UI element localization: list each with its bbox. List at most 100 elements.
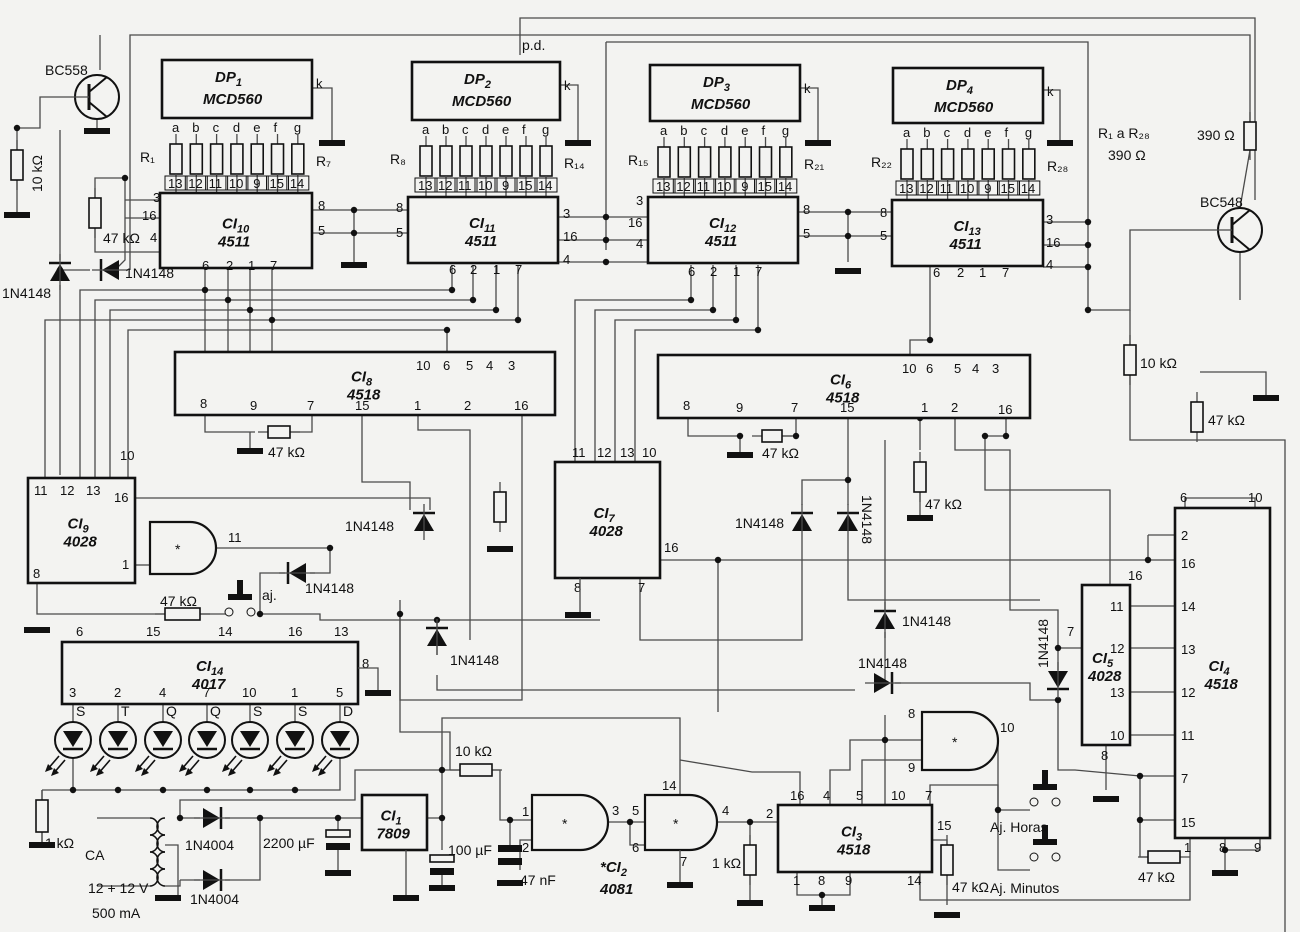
label-aj-horas: Aj. Horas	[990, 819, 1048, 835]
label-d-e: 1N4148	[450, 652, 499, 668]
segment-pin-g: g	[1025, 125, 1032, 140]
wire	[225, 818, 261, 881]
ic-part: 4518	[825, 390, 860, 407]
ic-top-pin: 12	[188, 176, 202, 191]
junction-dot	[159, 786, 167, 794]
junction-dot	[714, 556, 722, 564]
ic-pin-13: 13	[1110, 685, 1124, 700]
ground-symbol	[393, 895, 419, 901]
junction-dot	[602, 213, 610, 221]
gate-pin-7: 7	[680, 854, 687, 869]
ic-pin-4: 4	[823, 788, 830, 803]
junction-dot	[176, 814, 184, 822]
ic-pin-12: 12	[1181, 685, 1195, 700]
ic-pin-7: 7	[791, 400, 798, 415]
wire	[1043, 89, 1061, 140]
ic-pin-8: 8	[803, 202, 810, 217]
ic-pin-3: 3	[563, 206, 570, 221]
capacitor-plate	[326, 843, 350, 850]
display-part: MCD560	[691, 96, 751, 113]
led-label: S	[298, 703, 307, 719]
junction-dot	[246, 306, 254, 314]
wire	[165, 844, 179, 895]
junction-dot	[256, 814, 264, 822]
segment-pin-b: b	[680, 123, 687, 138]
junction-dot	[926, 336, 934, 344]
resistor	[761, 429, 783, 443]
led-icon	[312, 721, 359, 776]
ic-pin-16: 16	[514, 398, 528, 413]
display-body	[410, 60, 562, 122]
pin-cell	[997, 180, 1021, 196]
ic-top-pin: 14	[1021, 181, 1035, 196]
ic-top-pin: 9	[741, 179, 748, 194]
segment-resistor	[439, 145, 453, 177]
segment-resistor	[981, 148, 996, 180]
junction-dot	[732, 316, 740, 324]
and-gate-0: *	[148, 520, 218, 576]
and-gate-2: *	[643, 793, 719, 852]
pin-cell	[693, 178, 717, 194]
segment-pin-f: f	[1005, 125, 1009, 140]
and-gate-1: *	[530, 793, 610, 852]
ic-pin-16: 16	[790, 788, 804, 803]
wire	[997, 745, 1030, 871]
ic-pin-3: 3	[1046, 212, 1053, 227]
display-part: MCD560	[452, 93, 512, 110]
pin-cell	[936, 180, 960, 196]
ic-pin-8: 8	[33, 566, 40, 581]
pin-cell	[754, 178, 778, 194]
junction-dot	[994, 806, 1002, 814]
ic-pin-2: 2	[470, 262, 477, 277]
ic-top-pin: 9	[984, 181, 991, 196]
junction-dot	[224, 296, 232, 304]
resistor-label-first: R₂₂	[871, 154, 892, 170]
junction-dot	[981, 432, 989, 440]
pin-cell	[434, 177, 458, 193]
ic-pin-11: 11	[1110, 599, 1124, 614]
ic-body	[360, 793, 429, 852]
segment-pin-d: d	[233, 120, 240, 135]
segment-resistor	[189, 143, 204, 175]
segment-resistor	[519, 145, 533, 177]
ic-pin-8: 8	[683, 398, 690, 413]
junction-dot	[754, 326, 762, 334]
ic-pin-7: 7	[638, 580, 645, 595]
resistor	[1123, 344, 1137, 376]
ic-top-pin: 11	[458, 178, 472, 193]
ic-pin-7: 7	[307, 398, 314, 413]
segment-pin-a: a	[172, 120, 180, 135]
segment-resistor	[539, 145, 553, 177]
ic-name: CI14	[196, 658, 223, 678]
resistor-label-last: R₁₄	[564, 155, 585, 171]
ic-pin-7: 7	[925, 788, 932, 803]
label-d-g: 1N4148	[859, 495, 875, 544]
ic-pin-11: 11	[1181, 728, 1195, 743]
wire	[1225, 838, 1261, 851]
wire	[1129, 375, 1286, 932]
ic-part: 4518	[1204, 676, 1239, 693]
ic-pin-10: 10	[120, 448, 134, 463]
ground-symbol	[727, 452, 753, 458]
pin-cell	[474, 177, 498, 193]
ic-top-pin: 14	[538, 178, 552, 193]
junction-dot	[1054, 696, 1062, 704]
pin-cell	[915, 180, 939, 196]
ic-pin-7: 7	[203, 685, 210, 700]
junction-dot	[1144, 556, 1152, 564]
label-ca: CA	[85, 847, 105, 863]
label-r10k-a: 10 kΩ	[29, 155, 45, 192]
wire	[909, 266, 931, 355]
label-d-d: 1N4148	[305, 580, 354, 596]
resistor-label-first: R₈	[390, 151, 406, 167]
ground-symbol	[737, 900, 763, 906]
gate-pin-2: 2	[522, 840, 529, 855]
led-label: D	[343, 703, 353, 719]
ic-pin-15: 15	[1181, 815, 1195, 830]
ic-pin-8: 8	[1101, 748, 1108, 763]
